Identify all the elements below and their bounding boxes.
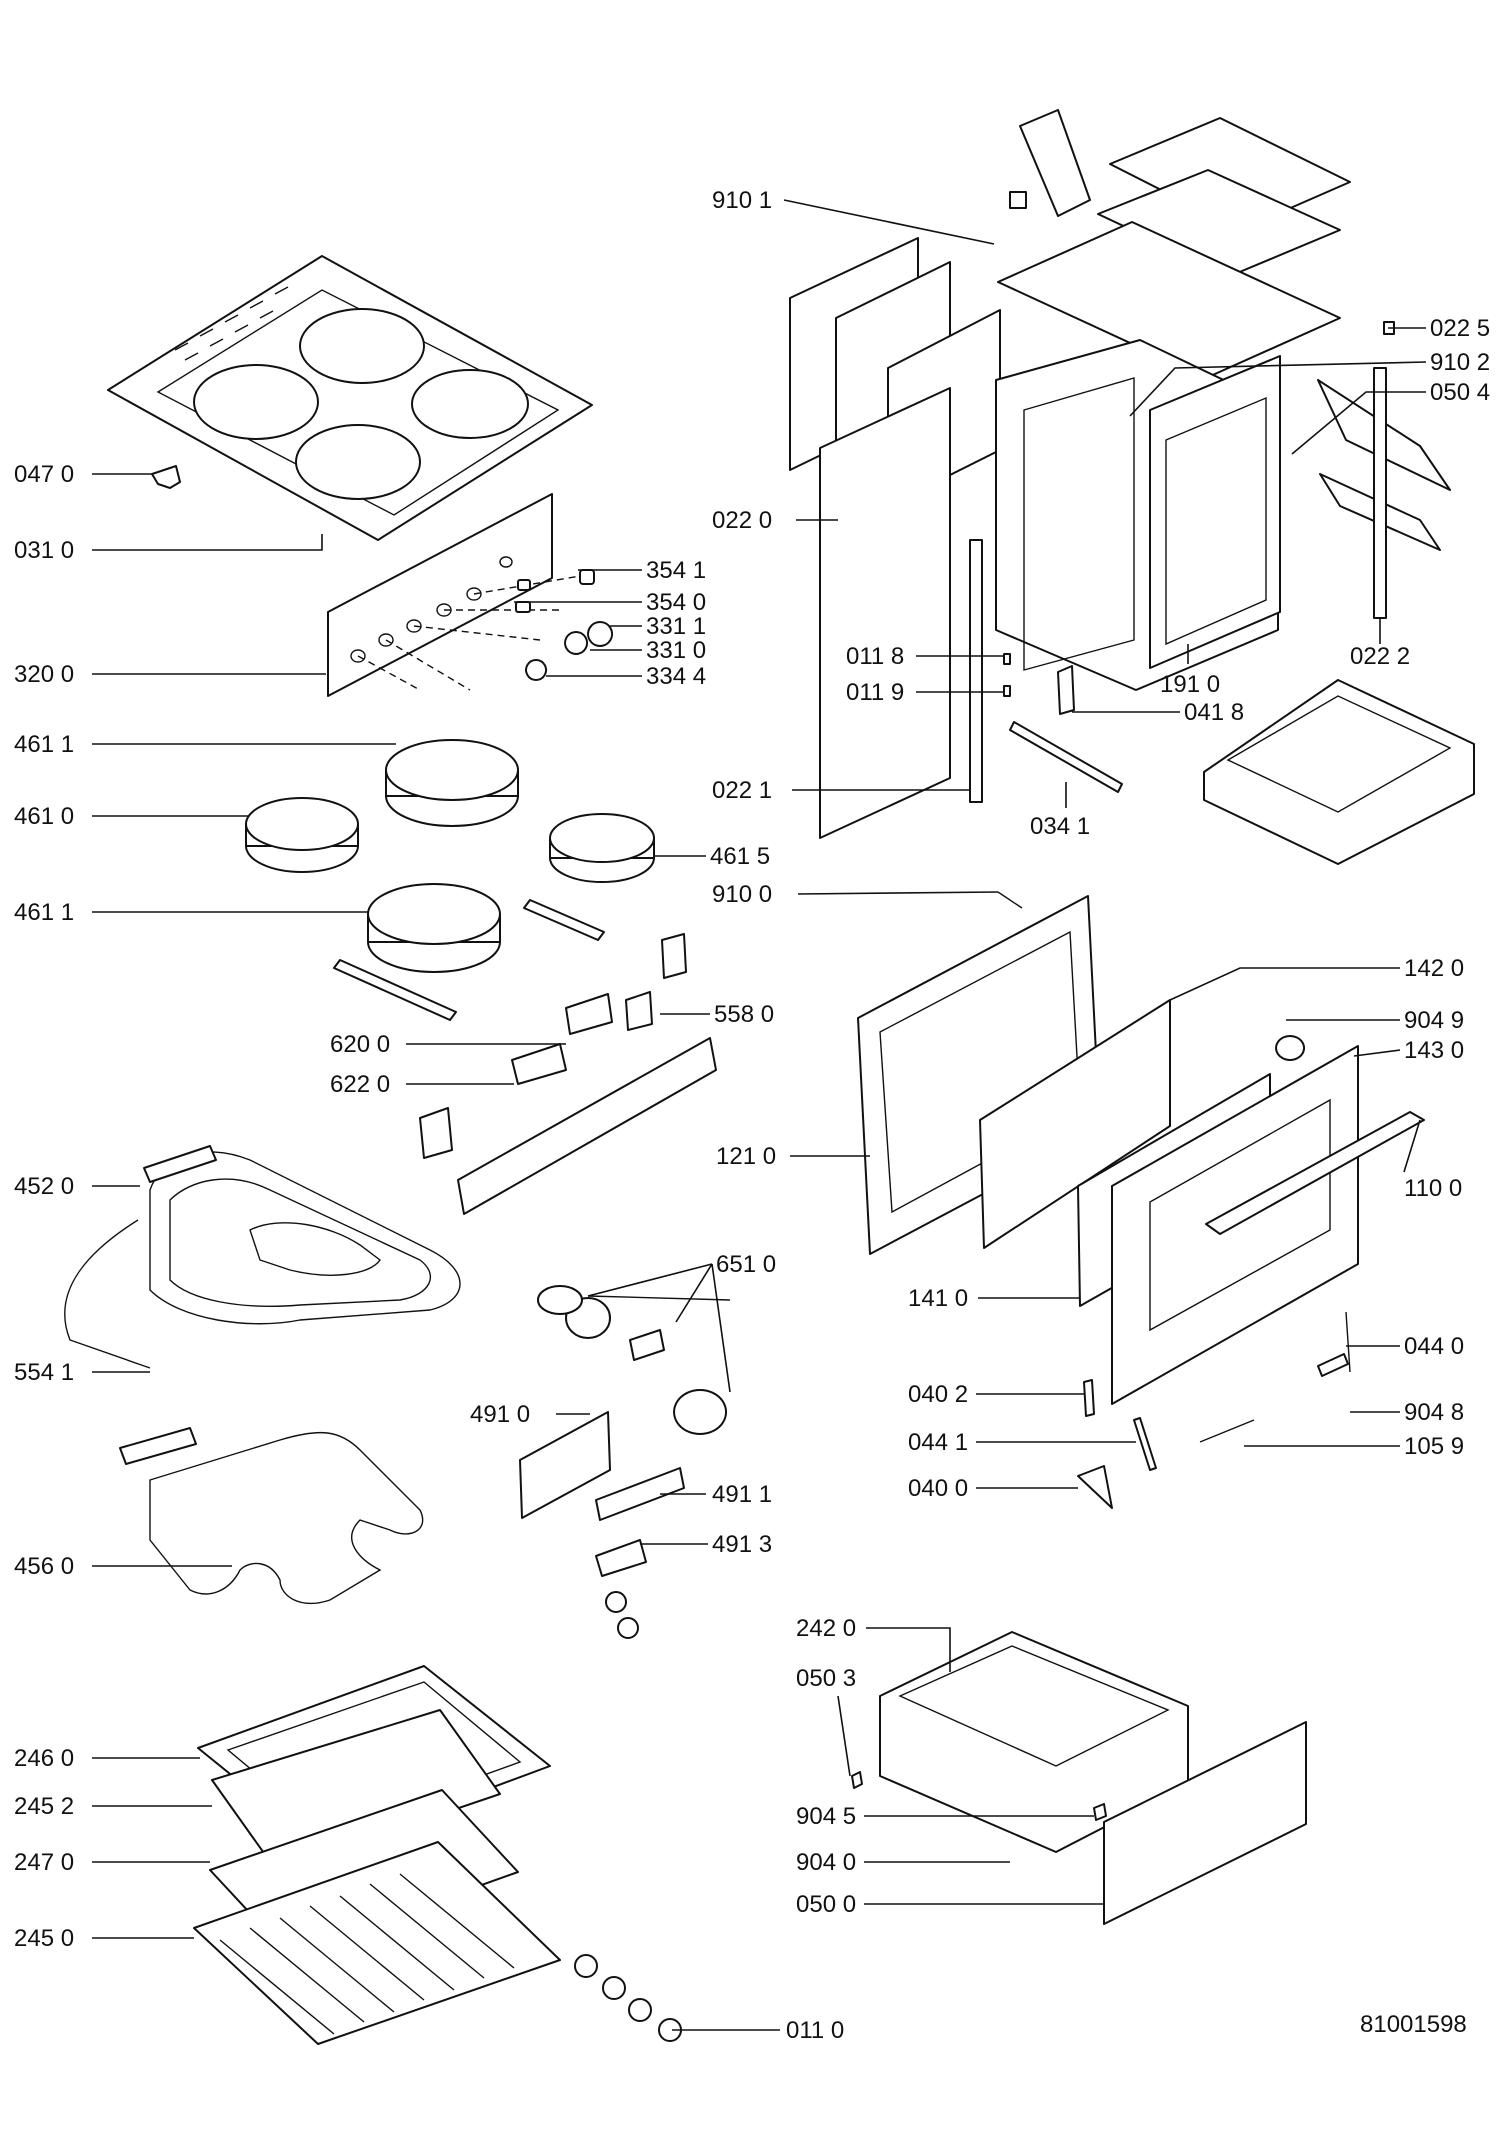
callout-331-0: 331 0 [646,637,706,664]
callout-141-0: 141 0 [908,1285,968,1312]
top-covers [1009,109,1351,277]
small-fasteners [1003,321,1395,793]
grill-element [64,1145,461,1369]
callout-242-0: 242 0 [796,1615,856,1642]
bottom-element [119,1427,424,1605]
callout-461-0: 461 0 [14,803,74,830]
callout-904-0: 904 0 [796,1849,856,1876]
callout-245-0: 245 0 [14,1925,74,1952]
trays [193,1665,561,2045]
switches [419,933,717,1215]
callout-456-0: 456 0 [14,1553,74,1580]
callout-022-0: 022 0 [712,507,772,534]
callout-143-0: 143 0 [1404,1037,1464,1064]
callout-461-1-bottom: 461 1 [14,899,74,926]
cabinet [789,221,1451,839]
callout-620-0: 620 0 [330,1031,390,1058]
hinges [1077,1311,1351,1509]
callout-622-0: 622 0 [330,1071,390,1098]
callout-121-0: 121 0 [716,1143,776,1170]
callout-050-4: 050 4 [1430,379,1490,406]
callout-040-0: 040 0 [908,1475,968,1502]
callout-461-1-top: 461 1 [14,731,74,758]
callout-247-0: 247 0 [14,1849,74,1876]
callout-354-1: 354 1 [646,557,706,584]
callout-354-0: 354 0 [646,589,706,616]
knobs [515,569,614,681]
callout-904-9: 904 9 [1404,1007,1464,1034]
callout-910-1: 910 1 [712,187,772,214]
callout-031-0: 031 0 [14,537,74,564]
callout-904-5: 904 5 [796,1803,856,1830]
callout-554-1: 554 1 [14,1359,74,1386]
callout-245-2: 245 2 [14,1793,74,1820]
control-panel [327,493,581,697]
callout-022-2: 022 2 [1350,643,1410,670]
callout-334-4: 334 4 [646,663,706,690]
callout-040-2: 040 2 [908,1381,968,1408]
callout-011-0: 011 0 [786,2017,844,2044]
callout-110-0: 110 0 [1404,1175,1462,1202]
callout-320-0: 320 0 [14,661,74,688]
callout-011-8: 011 8 [846,643,904,670]
hob-top [107,255,593,541]
callout-044-1: 044 1 [908,1429,968,1456]
terminal-blocks [519,1411,685,1639]
lamp-parts [537,1285,731,1435]
callout-904-8: 904 8 [1404,1399,1464,1426]
callout-461-5: 461 5 [710,843,770,870]
callout-142-0: 142 0 [1404,955,1464,982]
callout-105-9: 105 9 [1404,1433,1464,1460]
callout-191-0: 191 0 [1160,671,1220,698]
callout-910-0: 910 0 [712,881,772,908]
callout-331-1: 331 1 [646,613,706,640]
callout-558-0: 558 0 [714,1001,774,1028]
storage-box [1203,679,1475,865]
bracket-small [151,465,181,489]
feet [574,1954,682,2042]
callout-034-1: 034 1 [1030,813,1090,840]
callout-022-5: 022 5 [1430,315,1490,342]
callout-651-0: 651 0 [716,1251,776,1278]
callout-050-0: 050 0 [796,1891,856,1918]
callout-491-0: 491 0 [470,1401,530,1428]
callout-044-0: 044 0 [1404,1333,1464,1360]
callout-050-3: 050 3 [796,1665,856,1692]
callout-491-3: 491 3 [712,1531,772,1558]
callout-047-0: 047 0 [14,461,74,488]
callout-910-2: 910 2 [1430,349,1490,376]
callout-452-0: 452 0 [14,1173,74,1200]
hotplates [245,739,655,1021]
callout-491-1: 491 1 [712,1481,772,1508]
document-number: 81001598 [1360,2011,1467,2038]
callout-246-0: 246 0 [14,1745,74,1772]
callout-041-8: 041 8 [1184,699,1244,726]
oven-door [857,891,1425,1405]
bottom-drawer [851,1631,1307,1925]
callout-011-9: 011 9 [846,679,904,706]
leader-lines [92,199,1427,2031]
callout-022-1: 022 1 [712,777,772,804]
callout-labels: 047 0 031 0 320 0 354 1 354 0 331 1 331 … [14,187,1490,2044]
